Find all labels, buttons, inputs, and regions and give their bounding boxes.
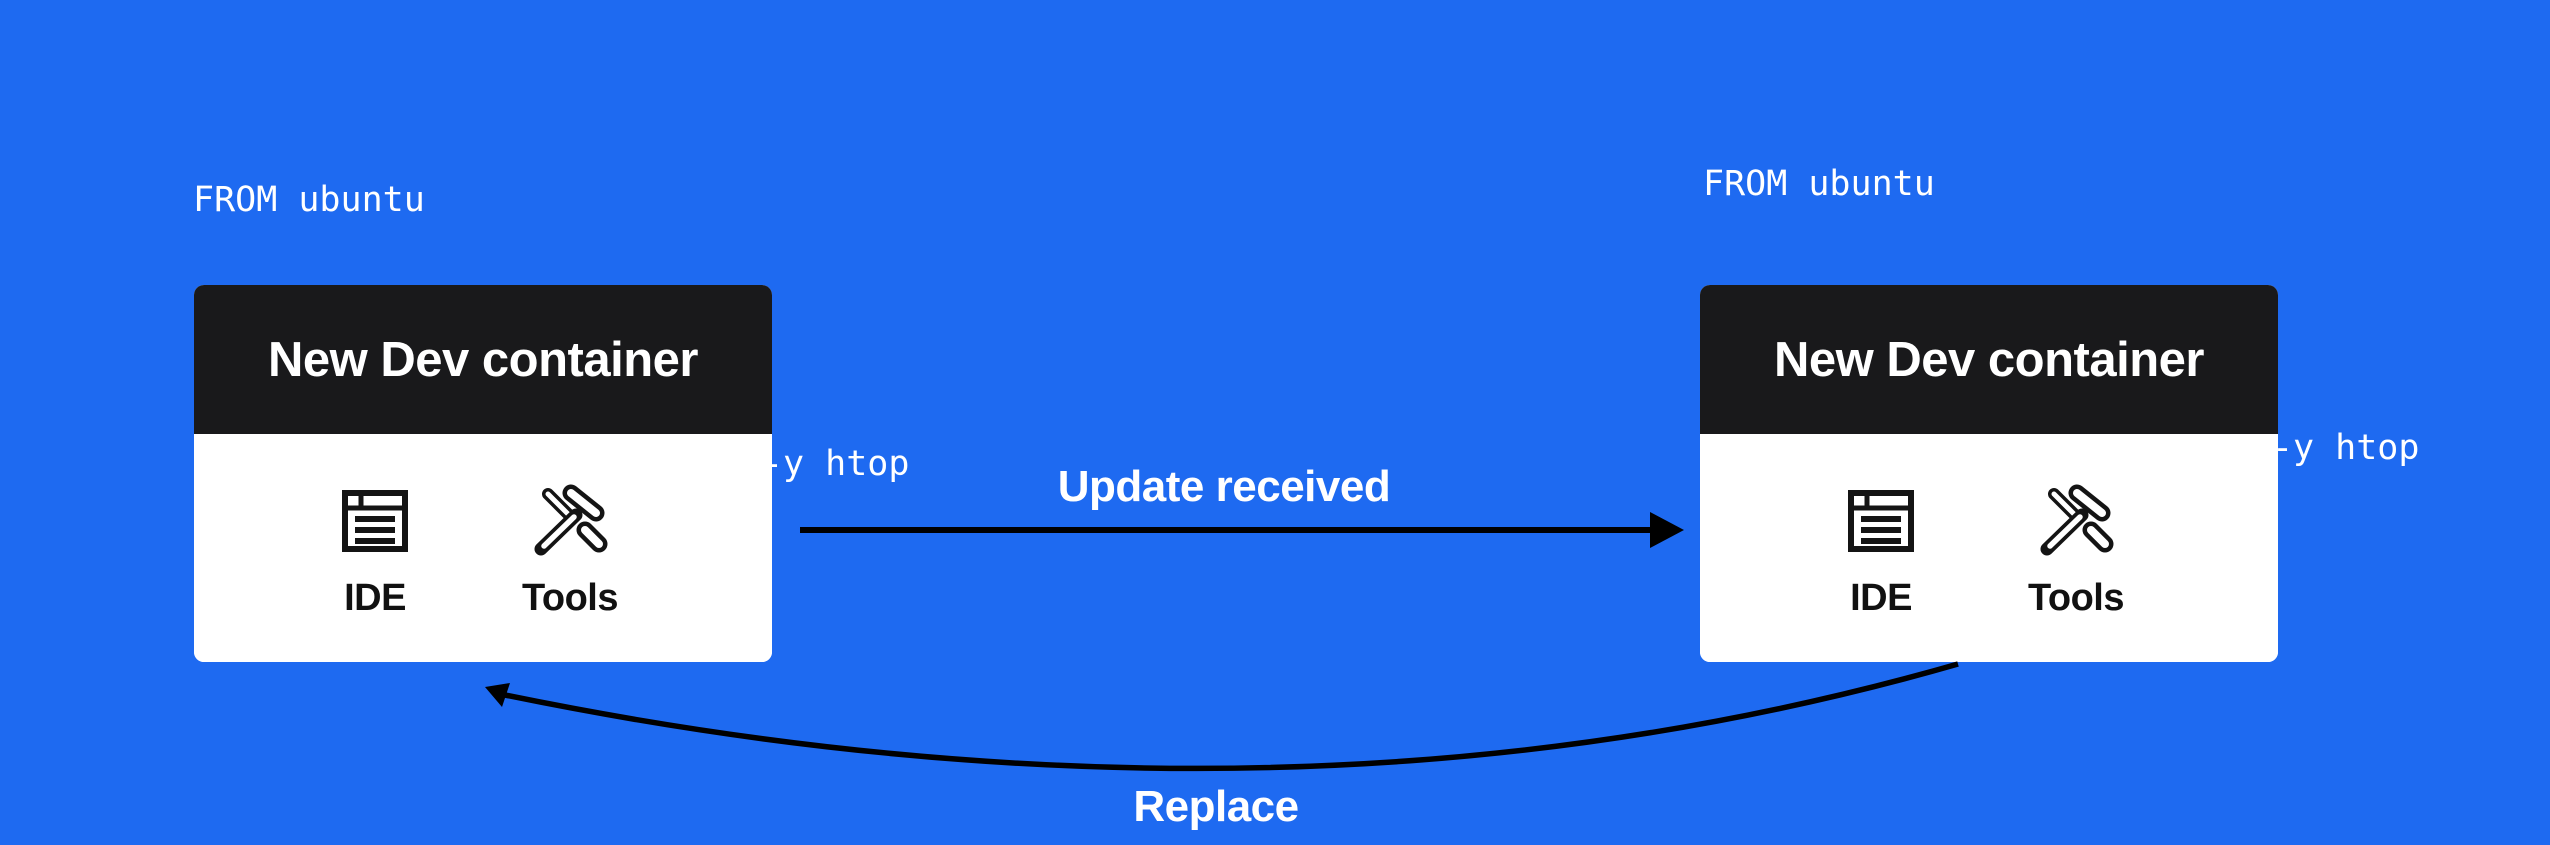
card-body: IDE xyxy=(194,434,772,662)
hammer-screwdriver-icon xyxy=(2038,484,2114,558)
card-title: New Dev container xyxy=(268,332,698,387)
code-line: FROM ubuntu xyxy=(1703,164,1935,204)
card-title: New Dev container xyxy=(1774,332,2204,387)
ide-label: IDE xyxy=(1850,577,1912,619)
ide-tool: IDE xyxy=(295,484,455,620)
tools-label: Tools xyxy=(2027,577,2125,619)
ide-window-icon xyxy=(338,484,412,558)
update-received-label: Update received xyxy=(1057,462,1391,511)
hammer-screwdriver-icon xyxy=(532,484,608,558)
ide-tool: IDE xyxy=(1801,484,1961,620)
update-received-arrow xyxy=(800,512,1684,548)
ide-label: IDE xyxy=(344,577,406,619)
tools-tool: Tools xyxy=(1996,484,2156,620)
card-header: New Dev container xyxy=(194,285,772,434)
dev-container-card-left: New Dev container I xyxy=(194,285,772,662)
card-header: New Dev container xyxy=(1700,285,2278,434)
dev-container-card-right: New Dev container I xyxy=(1700,285,2278,662)
ide-window-icon xyxy=(1844,484,1918,558)
tools-label: Tools xyxy=(521,577,619,619)
code-line: FROM ubuntu xyxy=(193,180,425,220)
replace-label: Replace xyxy=(1133,782,1299,831)
card-body: IDE xyxy=(1700,434,2278,662)
tools-tool: Tools xyxy=(490,484,650,620)
